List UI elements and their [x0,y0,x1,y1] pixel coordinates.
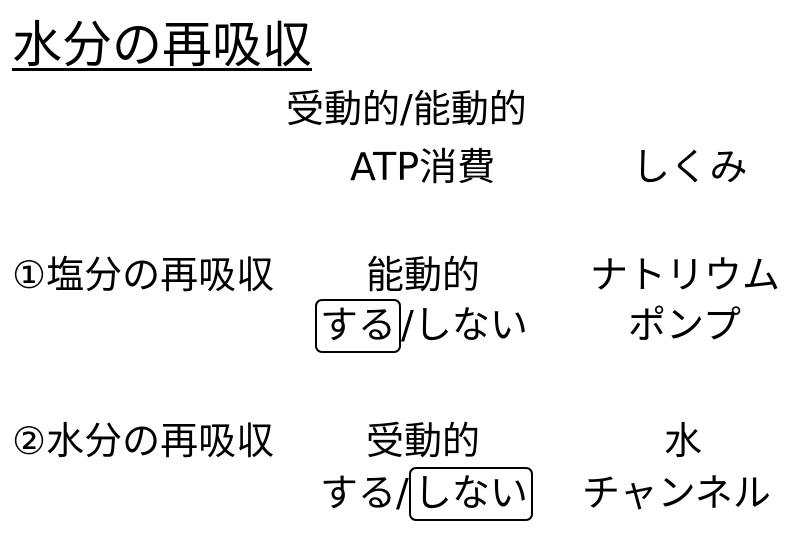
row-1-separator: / [401,303,414,347]
header-mechanism: しくみ [632,145,748,189]
row-1-transport: 能動的 [366,253,481,297]
row-2-mechanism-line1: 水 [664,419,703,463]
row-2-separator: / [396,471,409,515]
row-1-atp-yes-selected: する [315,299,402,353]
header-atp: ATP消費 [350,145,496,189]
row-1-mechanism-line1: ナトリウム [590,253,781,297]
row-2-atp-options: する/しない [320,467,533,521]
row-2-atp-no-selected: しない [408,467,533,521]
row-2-transport: 受動的 [366,419,481,463]
row-1-mechanism-line2: ポンプ [628,303,741,347]
row-2-atp-yes: する [320,471,397,515]
page-title: 水分の再吸収 [12,16,312,74]
row-2-name: ②水分の再吸収 [12,419,275,463]
row-1-atp-no: しない [413,303,528,347]
row-2-mechanism-line2: チャンネル [582,471,771,515]
row-1-name: ①塩分の再吸収 [12,253,275,297]
header-transport-type: 受動的/能動的 [286,87,527,131]
row-1-atp-options: する/しない [315,299,528,353]
